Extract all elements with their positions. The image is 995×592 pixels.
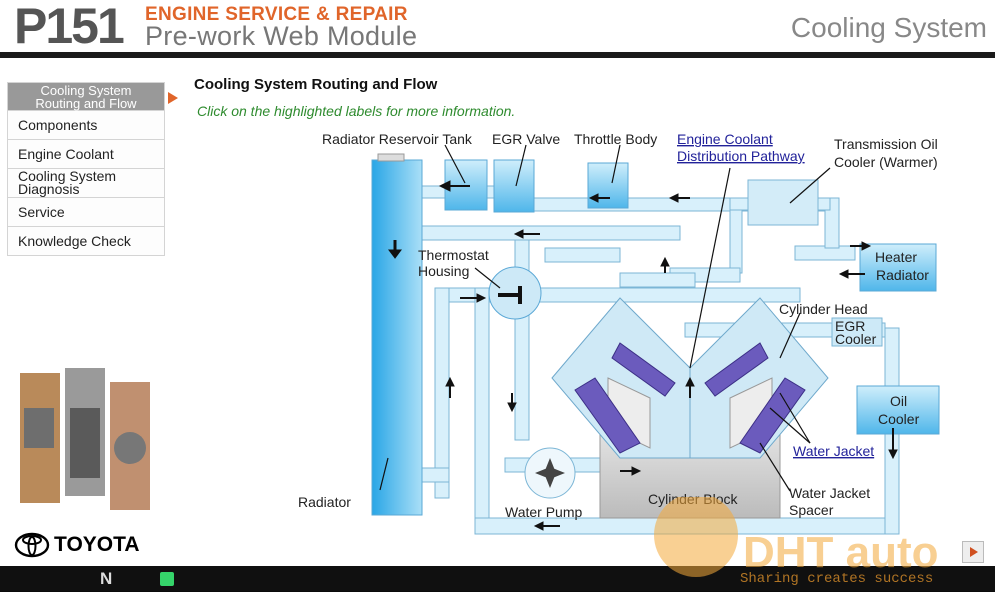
label-water-pump: Water Pump (505, 504, 582, 520)
app-header: P151 ENGINE SERVICE & REPAIR Pre-work We… (0, 0, 995, 52)
egr-valve (493, 159, 535, 213)
label-transmission-oil-line2: Cooler (Warmer) (834, 154, 938, 170)
course-subtitle: Pre-work Web Module (145, 21, 418, 51)
nav-item-label: Engine Coolant (18, 145, 114, 162)
label-link-coolant-pathway-line2[interactable]: Distribution Pathway (677, 148, 805, 164)
nav-item-routing-and-flow[interactable]: Cooling System Routing and Flow (7, 82, 165, 111)
label-egr-valve: EGR Valve (492, 131, 560, 147)
gear-indicator: N (100, 569, 113, 588)
header-stripe (0, 52, 995, 58)
toyota-brand: TOYOTA (14, 532, 140, 558)
nav-item-label: Components (18, 116, 98, 133)
next-page-button[interactable] (962, 541, 984, 563)
label-link-coolant-pathway[interactable]: Engine Coolant (677, 131, 773, 147)
course-title: ENGINE SERVICE & REPAIR (145, 4, 408, 25)
watermark-tagline: Sharing creates success (740, 571, 933, 587)
heater-radiator (859, 243, 937, 292)
label-radiator: Radiator (298, 494, 351, 510)
label-heater: Heater (875, 249, 917, 265)
radiator-cap-icon (377, 153, 405, 162)
label-thermostat-line2: Housing (418, 263, 469, 279)
label-thermostat: Thermostat (418, 247, 489, 263)
label-transmission-oil: Transmission Oil (834, 136, 938, 152)
tools-photo-collage (20, 368, 150, 513)
radiator-core (371, 159, 423, 516)
label-water-jacket-spacer: Water Jacket (789, 485, 870, 501)
nav-item-diagnosis[interactable]: Cooling System Diagnosis (7, 169, 165, 198)
toyota-logo-icon (14, 532, 50, 558)
nav-item-engine-coolant[interactable]: Engine Coolant (7, 140, 165, 169)
brand-name: TOYOTA (54, 533, 140, 556)
label-cylinder-head: Cylinder Head (779, 301, 868, 317)
status-light-icon (160, 572, 174, 586)
label-link-water-jacket[interactable]: Water Jacket (793, 443, 874, 459)
content-instructions: Click on the highlighted labels for more… (197, 103, 516, 119)
dashboard-strip: N (0, 566, 995, 591)
label-throttle-body: Throttle Body (574, 131, 657, 147)
label-water-jacket-spacer-line2: Spacer (789, 502, 834, 518)
nav-item-label: Cooling System Routing and Flow (35, 82, 137, 111)
watermark-logo-text: DHT auto (743, 528, 939, 577)
section-title: Cooling System (790, 12, 987, 43)
cooling-flow-diagram: Radiator Reservoir Tank EGR Valve Thrott… (298, 131, 940, 535)
nav-item-service[interactable]: Service (7, 198, 165, 227)
active-nav-arrow-icon (168, 92, 178, 104)
cylinder-head-right (689, 297, 829, 459)
flow-arrows (388, 180, 898, 531)
watermark-logo-icon: DHT auto Sharing creates success (654, 493, 939, 587)
water-jacket-spacers (574, 342, 806, 454)
sidebar-nav: Cooling System Routing and Flow Componen… (7, 82, 165, 256)
transmission-oil-cooler (747, 179, 819, 226)
label-oil-cooler-line2: Cooler (878, 411, 920, 427)
course-code: P151 (14, 0, 125, 54)
nav-item-label: Cooling System Diagnosis (18, 168, 117, 197)
nav-item-knowledge-check[interactable]: Knowledge Check (7, 227, 165, 256)
thermostat-symbol-icon (498, 286, 522, 304)
label-reservoir-tank: Radiator Reservoir Tank (322, 131, 473, 147)
tools-photo-icon (20, 368, 150, 510)
nav-item-components[interactable]: Components (7, 111, 165, 140)
nav-item-label: Service (18, 203, 65, 220)
throttle-body (587, 162, 629, 209)
nav-item-label: Knowledge Check (18, 232, 131, 249)
label-heater-line2: Radiator (876, 267, 929, 283)
egr-cooler (831, 317, 883, 347)
label-egr-cooler: EGR (835, 318, 865, 334)
label-oil-cooler: Oil (890, 393, 907, 409)
label-egr-cooler-line2: Cooler (835, 331, 877, 347)
water-pump-impeller-icon (535, 458, 565, 488)
leader-lines (379, 144, 831, 492)
content-title: Cooling System Routing and Flow (194, 76, 438, 93)
watermark: DHT auto Sharing creates success (648, 493, 993, 587)
oil-cooler (856, 385, 940, 435)
